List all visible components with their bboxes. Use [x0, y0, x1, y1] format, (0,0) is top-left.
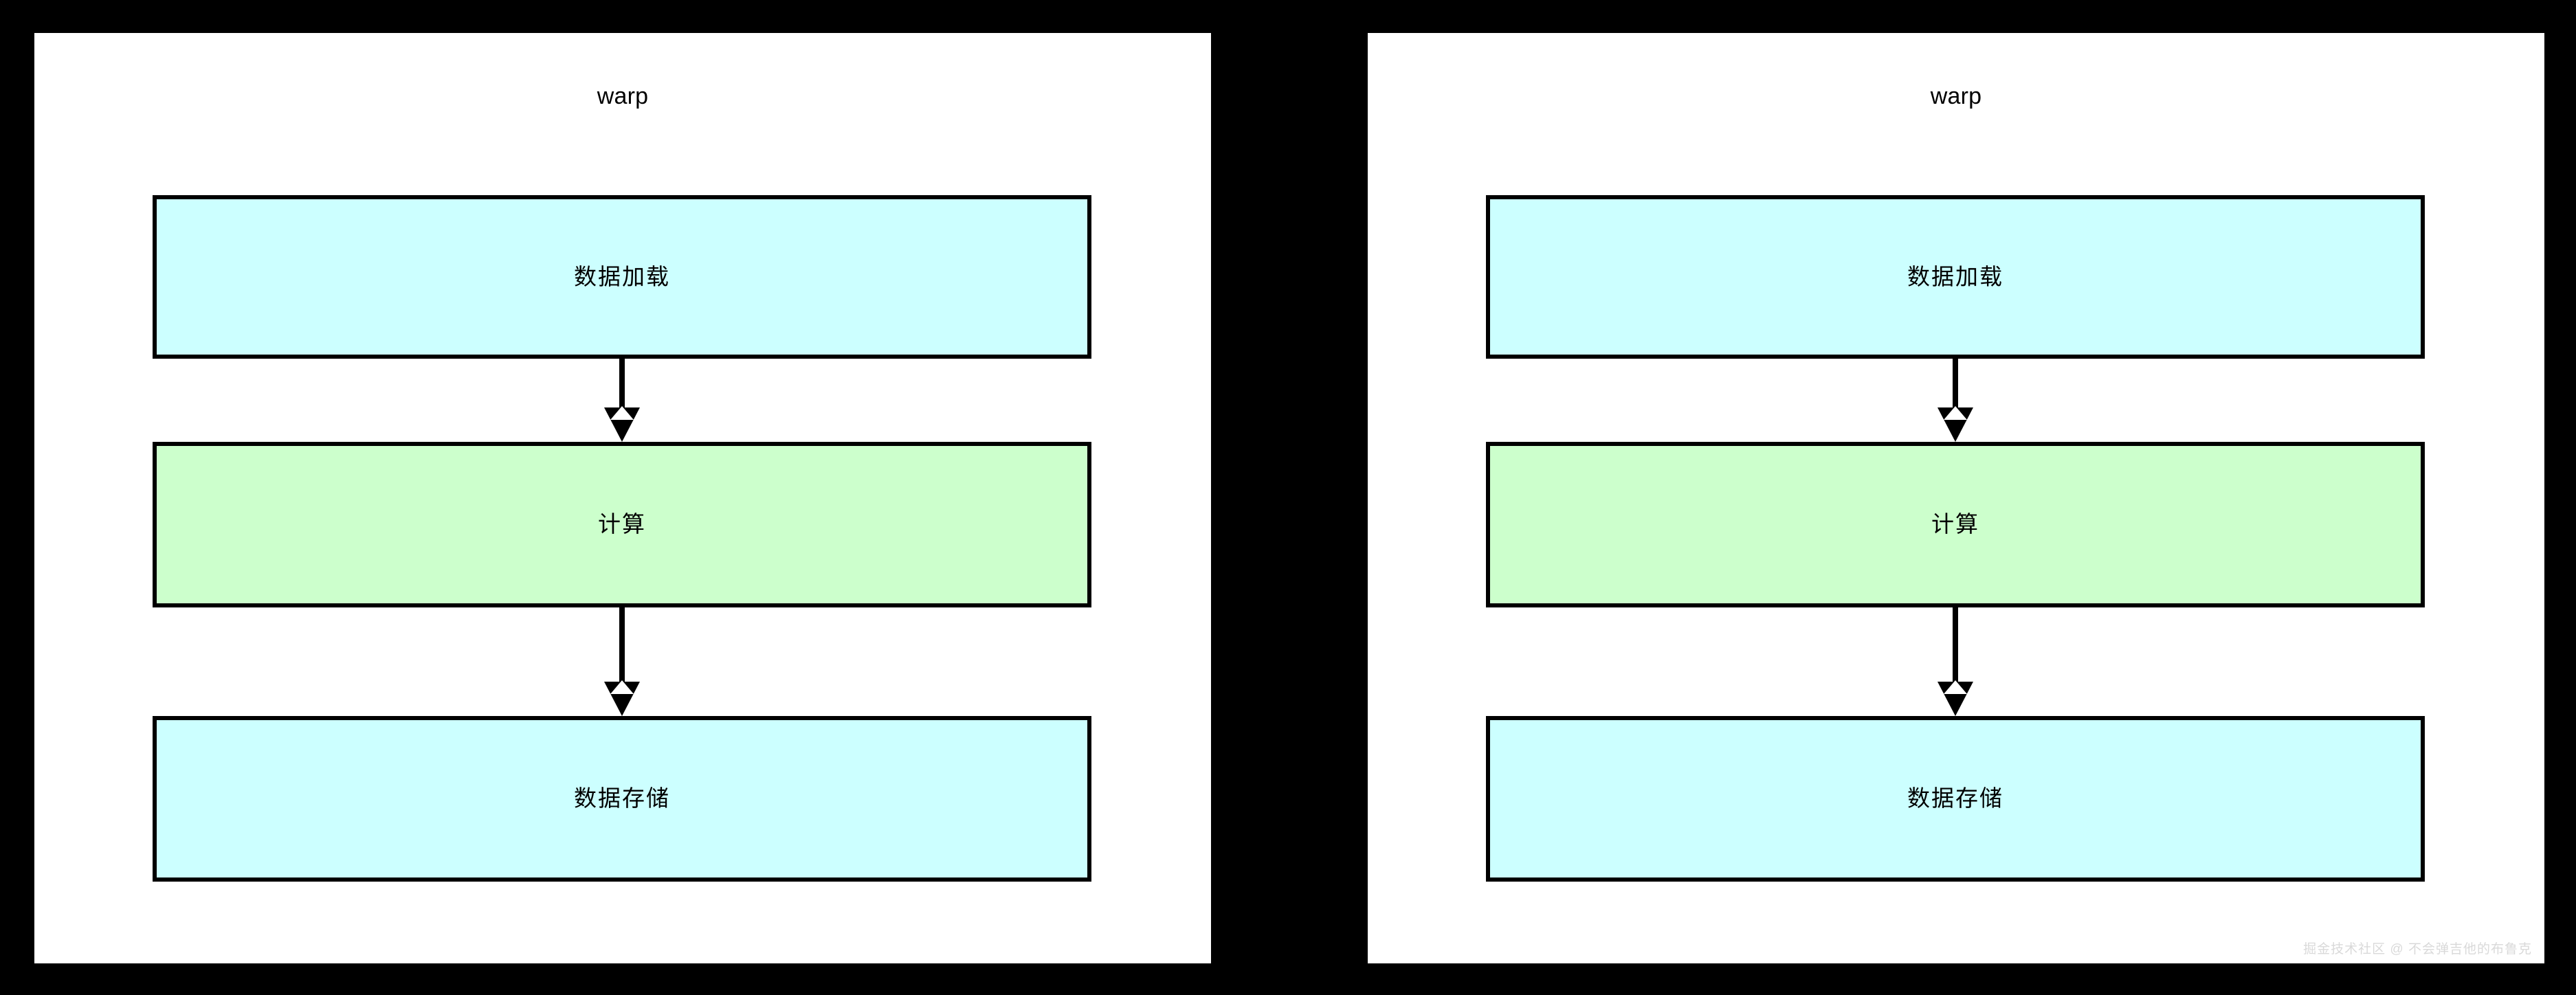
stage-box-data-load-right: 数据加载	[1486, 195, 2425, 359]
stage-stack-left: 数据加载 计算 数据存储	[153, 195, 1091, 882]
stage-label-data-store-right: 数据存储	[1907, 785, 2003, 811]
stage-label-compute-left: 计算	[598, 511, 646, 537]
arrow-shaft-icon	[619, 607, 625, 686]
arrow-shaft-icon	[1953, 359, 1958, 412]
stage-label-data-load-left: 数据加载	[574, 263, 670, 289]
arrow-shaft-icon	[619, 359, 625, 412]
arrow-load-to-compute-left	[153, 359, 1091, 442]
stage-box-data-store-left: 数据存储	[153, 716, 1091, 882]
stage-box-compute-right: 计算	[1486, 442, 2425, 607]
warp-panel-right: warp 数据加载 计算 数据存储 掘金技术社区 @ 不会弹	[1368, 33, 2544, 963]
arrow-compute-to-store-left	[153, 607, 1091, 716]
stage-label-data-store-left: 数据存储	[574, 785, 670, 811]
stage-label-compute-right: 计算	[1931, 511, 1979, 537]
stage-label-data-load-right: 数据加载	[1907, 263, 2003, 289]
panel-title-right: warp	[1930, 83, 1982, 109]
warp-panel-left: warp 数据加载 计算 数据存储	[34, 33, 1211, 963]
arrow-compute-to-store-right	[1486, 607, 2425, 716]
watermark: 掘金技术社区 @ 不会弹吉他的布鲁克	[2303, 942, 2532, 957]
arrow-head-notch-icon	[1944, 406, 1967, 420]
stage-box-compute-left: 计算	[153, 442, 1091, 607]
stage-box-data-store-right: 数据存储	[1486, 716, 2425, 882]
panel-title-left: warp	[597, 83, 649, 109]
arrow-head-notch-icon	[610, 406, 634, 420]
arrow-shaft-icon	[1953, 607, 1958, 686]
stage-box-data-load-left: 数据加载	[153, 195, 1091, 359]
arrow-head-notch-icon	[1944, 680, 1967, 694]
arrow-load-to-compute-right	[1486, 359, 2425, 442]
stage-stack-right: 数据加载 计算 数据存储	[1486, 195, 2425, 882]
arrow-head-notch-icon	[610, 680, 634, 694]
